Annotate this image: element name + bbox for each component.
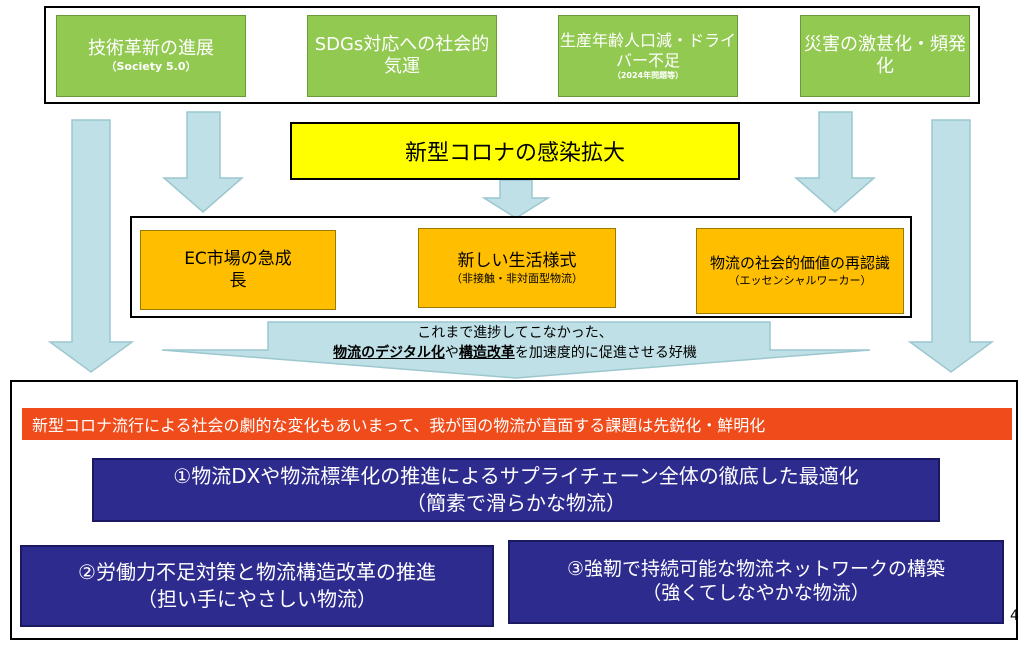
goal-sub: （簡素で滑らかな物流） (406, 491, 626, 515)
effect-ec: EC市場の急成長 (140, 230, 336, 310)
arrow-to-corona-right (793, 111, 877, 213)
factor-label: 災害の激甚化・頻発化 (804, 33, 966, 78)
effect-sub: （エッセンシャルワーカー） (728, 273, 872, 287)
issue-heading-text: 新型コロナ流行による社会の劇的な変化もあいまって、我が国の物流が直面する課題は先… (32, 416, 766, 435)
arrow-to-corona-left (161, 111, 245, 213)
goal-sub: （強くてしなやかな物流） (642, 582, 870, 604)
factor-label: 生産年齢人口減・ドライバー不足 (559, 31, 736, 70)
effect-new-lifestyle: 新しい生活様式 （非接触・非対面型物流） (418, 228, 616, 308)
factor-note: （2024年問題等） (612, 71, 684, 80)
opportunity-banner: これまで進捗してこなかった、 物流のデジタル化や構造改革を加速度的に促進させる好… (250, 324, 780, 368)
banner-rest: を加速度的に促進させる好機 (514, 344, 697, 361)
factor-sub: （Society 5.0） (105, 60, 197, 74)
factor-labor: 生産年齢人口減・ドライバー不足 （2024年問題等） (558, 15, 738, 97)
effect-label: EC市場の急成長 (184, 248, 292, 291)
factor-label: 技術革新の進展 (88, 37, 214, 59)
factor-sdgs: SDGs対応への社会的気運 (307, 15, 497, 97)
arrow-corona-down (481, 179, 551, 219)
goal-network: ③強靭で持続可能な物流ネットワークの構築 （強くてしなやかな物流） (508, 540, 1004, 624)
effect-sub: （非接触・非対面型物流） (451, 271, 583, 285)
goal-title: ①物流DXや物流標準化の推進によるサプライチェーン全体の徹底した最適化 (173, 464, 859, 488)
effect-social-value: 物流の社会的価値の再認識 （エッセンシャルワーカー） (696, 228, 904, 314)
banner-digitalization: 物流のデジタル化 (333, 344, 445, 361)
banner-reform: 構造改革 (458, 344, 515, 361)
goal-sub: （担い手にやさしい物流） (137, 587, 377, 611)
left-long-arrow (47, 119, 135, 373)
factor-disaster: 災害の激甚化・頻発化 (800, 15, 970, 97)
effect-label: 新しい生活様式 (457, 250, 577, 271)
goal-title: ②労働力不足対策と物流構造改革の推進 (78, 560, 436, 584)
banner-line2: 物流のデジタル化や構造改革を加速度的に促進させる好機 (250, 344, 780, 364)
wide-banner-arrow (161, 321, 871, 379)
corona-box: 新型コロナの感染拡大 (290, 122, 740, 180)
effect-label: 物流の社会的価値の再認識 (709, 254, 890, 273)
goal-labor: ②労働力不足対策と物流構造改革の推進 （担い手にやさしい物流） (20, 545, 494, 627)
right-long-arrow (907, 119, 995, 373)
banner-ya: や (444, 344, 459, 361)
factor-label: SDGs対応への社会的気運 (314, 33, 490, 78)
issue-heading: 新型コロナ流行による社会の劇的な変化もあいまって、我が国の物流が直面する課題は先… (22, 408, 1012, 440)
goal-title: ③強靭で持続可能な物流ネットワークの構築 (566, 558, 946, 581)
page-number: 4 (1010, 608, 1019, 624)
banner-line1: これまで進捗してこなかった、 (417, 325, 613, 341)
corona-label: 新型コロナの感染拡大 (404, 141, 625, 166)
factor-technology: 技術革新の進展 （Society 5.0） (56, 15, 246, 97)
goal-optimization: ①物流DXや物流標準化の推進によるサプライチェーン全体の徹底した最適化 （簡素で… (92, 458, 940, 522)
